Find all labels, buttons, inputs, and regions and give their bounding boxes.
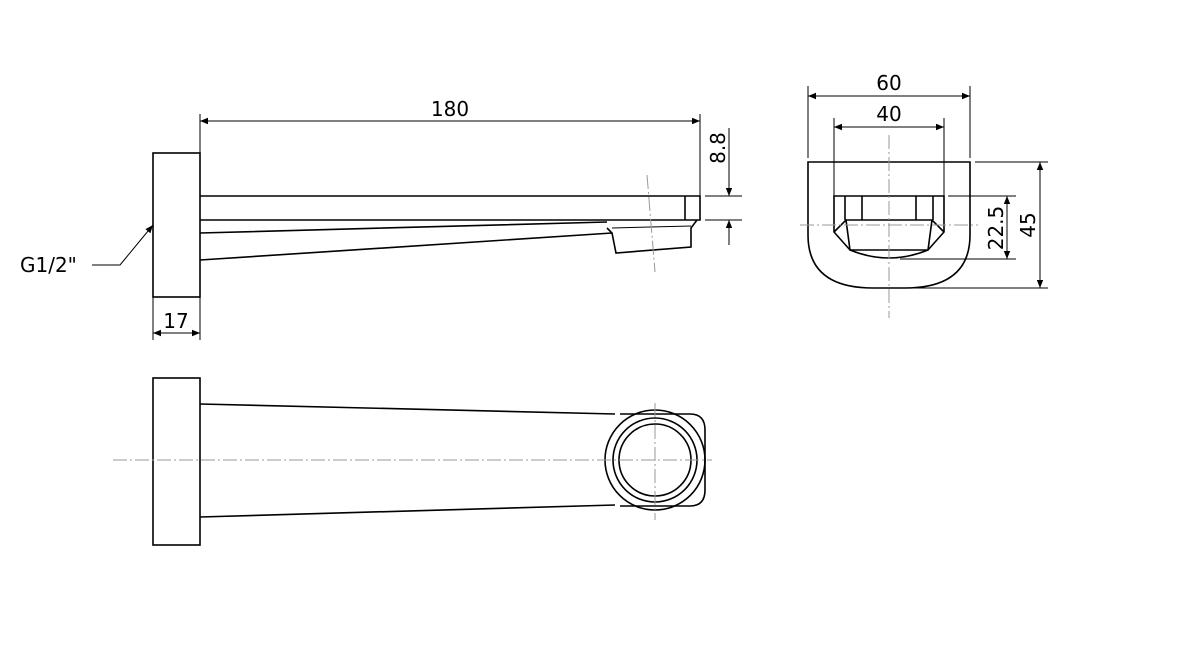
- top-view: [113, 377, 712, 546]
- dim-flange-thickness: 17: [163, 309, 188, 333]
- dim-length: 180: [431, 97, 469, 121]
- dim-outlet-height: 8.8: [706, 132, 730, 164]
- dim-height: 45: [1016, 212, 1040, 237]
- centerline: [646, 174, 656, 273]
- spout-underside: [199, 221, 613, 261]
- spout-body: [200, 195, 701, 221]
- flange: [152, 152, 201, 298]
- dim-outlet-depth: 22.5: [984, 206, 1008, 251]
- dim-inner-width: 40: [876, 102, 901, 126]
- end-view: 60 40 22.5 45: [800, 71, 1048, 318]
- dim-width: 60: [876, 71, 901, 95]
- flange-top: [152, 377, 201, 546]
- side-view: 180 8.8 G1/2" 17: [20, 97, 742, 340]
- thread-label: G1/2": [20, 253, 77, 277]
- leader-line: [92, 224, 154, 266]
